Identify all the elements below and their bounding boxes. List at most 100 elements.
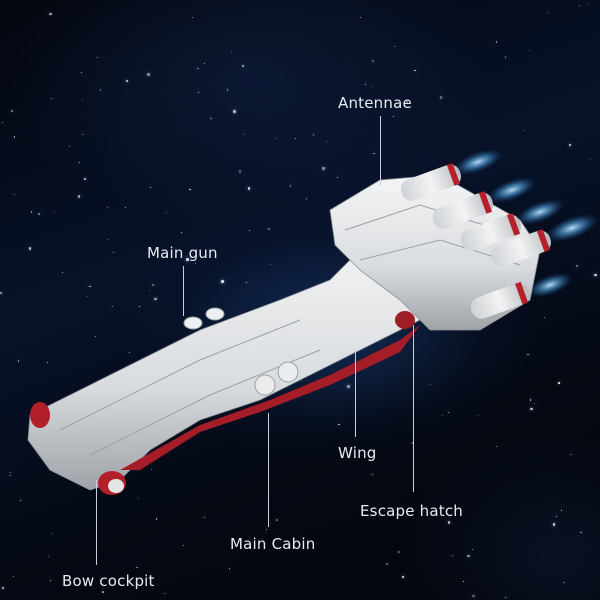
- star: [2, 587, 4, 589]
- star: [472, 548, 474, 550]
- star: [247, 187, 251, 190]
- star: [336, 177, 338, 179]
- label-main-cabin: Main Cabin: [230, 535, 316, 553]
- star: [477, 415, 479, 417]
- star: [558, 382, 560, 384]
- star: [563, 581, 565, 584]
- star: [77, 195, 81, 198]
- star: [84, 178, 86, 180]
- star: [129, 351, 131, 353]
- star: [527, 353, 529, 356]
- star: [392, 116, 394, 118]
- main-cabin-leader-line: [268, 413, 269, 527]
- star: [289, 185, 292, 187]
- star: [447, 521, 451, 524]
- star: [467, 554, 470, 558]
- star: [386, 563, 388, 565]
- star: [183, 544, 185, 546]
- star: [149, 186, 152, 189]
- star: [248, 230, 250, 232]
- star: [180, 231, 183, 234]
- star: [51, 532, 54, 535]
- star: [49, 12, 52, 16]
- star: [242, 133, 245, 136]
- star: [152, 284, 154, 286]
- star: [270, 263, 272, 265]
- star: [226, 89, 229, 91]
- star: [147, 73, 150, 76]
- star: [326, 140, 328, 142]
- star: [300, 379, 303, 382]
- star: [561, 510, 563, 512]
- star: [552, 523, 556, 526]
- star: [164, 593, 166, 595]
- star: [28, 247, 32, 250]
- star: [53, 211, 55, 213]
- star: [587, 3, 589, 5]
- star: [414, 69, 416, 72]
- star: [17, 360, 20, 362]
- label-bow-cockpit: Bow cockpit: [62, 572, 155, 590]
- star: [406, 101, 408, 103]
- star: [50, 579, 52, 581]
- star: [51, 97, 53, 99]
- star: [10, 471, 12, 473]
- star: [347, 385, 350, 388]
- star: [430, 383, 432, 385]
- star: [242, 65, 244, 67]
- label-main-gun: Main gun: [147, 244, 218, 262]
- star: [137, 498, 139, 500]
- star: [81, 134, 83, 136]
- engine-glows: [453, 149, 599, 298]
- escape-hatch-leader-line: [413, 325, 414, 492]
- wing-leader-line: [355, 350, 356, 437]
- star: [9, 474, 11, 477]
- star: [439, 96, 443, 99]
- star: [13, 136, 16, 138]
- star: [295, 137, 297, 139]
- star: [80, 71, 82, 73]
- star: [221, 280, 224, 283]
- star: [441, 414, 443, 416]
- star: [197, 67, 199, 70]
- star: [360, 16, 362, 18]
- star: [99, 89, 102, 91]
- star: [364, 83, 366, 85]
- star: [204, 517, 206, 519]
- star: [1, 122, 3, 124]
- star: [125, 207, 127, 209]
- star: [81, 98, 83, 100]
- star: [238, 170, 242, 173]
- star: [312, 134, 315, 136]
- star: [576, 265, 578, 267]
- engines: [400, 163, 552, 319]
- label-wing: Wing: [338, 444, 377, 462]
- bow-cockpit-leader-line: [96, 480, 97, 565]
- star: [111, 305, 114, 308]
- star: [398, 551, 400, 553]
- star: [495, 41, 498, 43]
- star: [150, 468, 153, 471]
- star: [165, 211, 167, 213]
- star: [268, 228, 270, 230]
- star: [529, 399, 532, 401]
- star: [148, 289, 150, 291]
- star: [79, 162, 81, 164]
- star: [504, 56, 507, 58]
- star: [394, 45, 396, 47]
- star: [472, 594, 475, 598]
- star: [191, 17, 193, 19]
- star: [528, 49, 531, 52]
- star: [102, 591, 104, 593]
- label-antennae: Antennae: [338, 94, 412, 112]
- star: [229, 567, 231, 569]
- star: [322, 167, 325, 170]
- star: [570, 453, 572, 456]
- star: [402, 576, 404, 578]
- label-escape-hatch: Escape hatch: [360, 502, 463, 520]
- star: [524, 130, 526, 132]
- star: [61, 272, 63, 274]
- star: [155, 518, 157, 520]
- star: [107, 206, 109, 208]
